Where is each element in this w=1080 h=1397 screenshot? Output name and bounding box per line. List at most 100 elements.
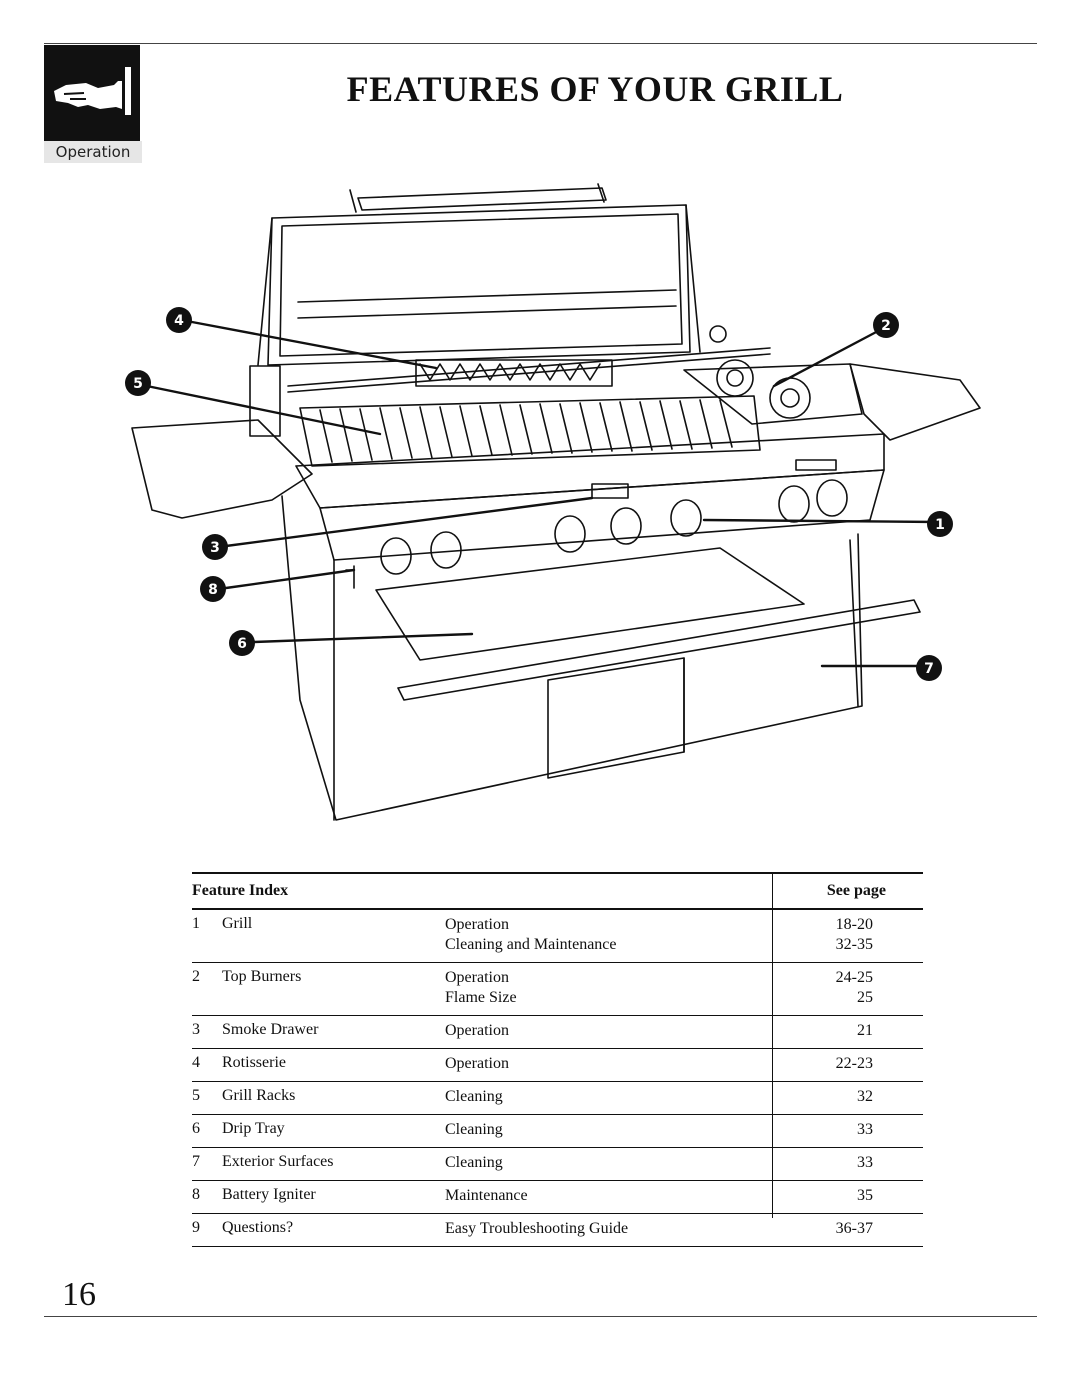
- topic-text: Operation: [445, 1022, 509, 1039]
- section-icon-box: [44, 45, 140, 141]
- table-row: 8 Battery Igniter Maintenance 35: [192, 1181, 923, 1214]
- topic-text: Maintenance: [445, 1187, 528, 1204]
- control-knobs: [380, 479, 848, 575]
- feature-name: Grill Racks: [222, 1087, 296, 1104]
- topic-text: Flame Size: [445, 989, 517, 1006]
- rotisserie-burner: [415, 359, 613, 387]
- topic-line: Flame Size 25: [445, 988, 923, 1008]
- topic-line: Operation 18-20: [445, 915, 923, 935]
- callout-label-7: 7: [924, 661, 934, 677]
- right-side-shelf: [849, 363, 981, 441]
- feature-number: 3: [192, 1021, 200, 1038]
- callout-1: [927, 511, 953, 537]
- callout-label-5: 5: [133, 376, 143, 392]
- topic-text: Cleaning: [445, 1121, 503, 1138]
- callout-8: [200, 576, 226, 602]
- see-page-heading: See page: [826, 882, 886, 899]
- section-tab: Operation: [44, 141, 142, 163]
- table-row: 7 Exterior Surfaces Cleaning 33: [192, 1148, 923, 1181]
- topic-line: Cleaning and Maintenance 32-35: [445, 935, 923, 955]
- feature-number: 4: [192, 1054, 200, 1071]
- feature-number: 7: [192, 1153, 200, 1170]
- topic-line: Cleaning 32: [445, 1087, 923, 1107]
- lid: [267, 204, 691, 366]
- callout-label-4: 4: [174, 313, 184, 329]
- rotisserie-rod: [287, 347, 771, 393]
- page-ref: 18-20: [835, 916, 873, 933]
- top-rule: [44, 43, 1037, 44]
- topic-line: Easy Troubleshooting Guide 36-37: [445, 1219, 923, 1239]
- feature-index-heading: Feature Index: [192, 882, 289, 899]
- callout-6: [229, 630, 255, 656]
- lid-handle: [357, 187, 607, 211]
- feature-number: 9: [192, 1219, 200, 1236]
- callout-2: [873, 312, 899, 338]
- callout-3: [202, 534, 228, 560]
- callout-label-6: 6: [237, 636, 247, 652]
- pointing-hand-icon: [54, 67, 131, 115]
- callout-label-1: 1: [935, 517, 945, 533]
- callout-7: [916, 655, 942, 681]
- page-ref: 22-23: [835, 1055, 873, 1072]
- brand-plate: [795, 459, 837, 471]
- topic-text: Operation: [445, 916, 509, 933]
- grill-racks: [299, 395, 761, 467]
- table-row: 3 Smoke Drawer Operation 21: [192, 1016, 923, 1049]
- callout-label-2: 2: [881, 318, 891, 334]
- feature-number: 6: [192, 1120, 200, 1137]
- rotisserie-motor: [249, 365, 281, 437]
- page-ref: 35: [857, 1187, 873, 1204]
- topic-text: Easy Troubleshooting Guide: [445, 1220, 629, 1237]
- table-row: 4 Rotisserie Operation 22-23: [192, 1049, 923, 1082]
- feature-name: Drip Tray: [222, 1120, 285, 1137]
- table-row: 6 Drip Tray Cleaning 33: [192, 1115, 923, 1148]
- feature-name: Grill: [222, 915, 253, 932]
- topic-line: Maintenance 35: [445, 1186, 923, 1206]
- feature-number: 8: [192, 1186, 200, 1203]
- callout-4: [166, 307, 192, 333]
- page-title: FEATURES OF YOUR GRILL: [346, 69, 844, 109]
- grill-illustration: 1 2 3 4 5 6 7 8: [125, 183, 981, 821]
- topic-text: Cleaning and Maintenance: [445, 936, 617, 953]
- topic-line: Operation 24-25: [445, 968, 923, 988]
- feature-name: Questions?: [222, 1219, 294, 1236]
- smoke-drawer-handle: [591, 483, 629, 499]
- topic-text: Cleaning: [445, 1154, 503, 1171]
- feature-name: Rotisserie: [222, 1054, 286, 1071]
- page-number: 16: [62, 1276, 96, 1313]
- table-divider: [772, 872, 773, 1218]
- left-side-shelf: [131, 419, 313, 519]
- feature-number: 1: [192, 915, 200, 932]
- topic-text: Cleaning: [445, 1088, 503, 1105]
- topic-line: Operation 21: [445, 1021, 923, 1041]
- drip-tray-handle: [397, 599, 921, 701]
- page-ref: 21: [857, 1022, 873, 1039]
- feature-name: Battery Igniter: [222, 1186, 316, 1203]
- feature-name: Smoke Drawer: [222, 1021, 319, 1038]
- page-ref: 33: [857, 1121, 873, 1138]
- topic-line: Cleaning 33: [445, 1153, 923, 1173]
- table-header: Feature Index See page: [192, 872, 923, 910]
- topic-text: Operation: [445, 969, 509, 986]
- topic-line: Cleaning 33: [445, 1120, 923, 1140]
- page-ref: 32-35: [835, 936, 873, 953]
- page-ref: 36-37: [835, 1220, 873, 1237]
- callout-label-8: 8: [208, 582, 218, 598]
- feature-name: Exterior Surfaces: [222, 1153, 334, 1170]
- callout-label-3: 3: [210, 540, 220, 556]
- feature-number: 2: [192, 968, 200, 985]
- topic-line: Operation 22-23: [445, 1054, 923, 1074]
- cabinet: [281, 495, 863, 821]
- control-panel: [319, 469, 885, 561]
- bottom-rule: [44, 1316, 1037, 1317]
- page-ref: 24-25: [835, 969, 873, 986]
- topic-text: Operation: [445, 1055, 509, 1072]
- page-ref: 33: [857, 1154, 873, 1171]
- page-ref: 25: [857, 989, 873, 1006]
- page-ref: 32: [857, 1088, 873, 1105]
- feature-number: 5: [192, 1087, 200, 1104]
- table-row: 9 Questions? Easy Troubleshooting Guide 36-…: [192, 1214, 923, 1247]
